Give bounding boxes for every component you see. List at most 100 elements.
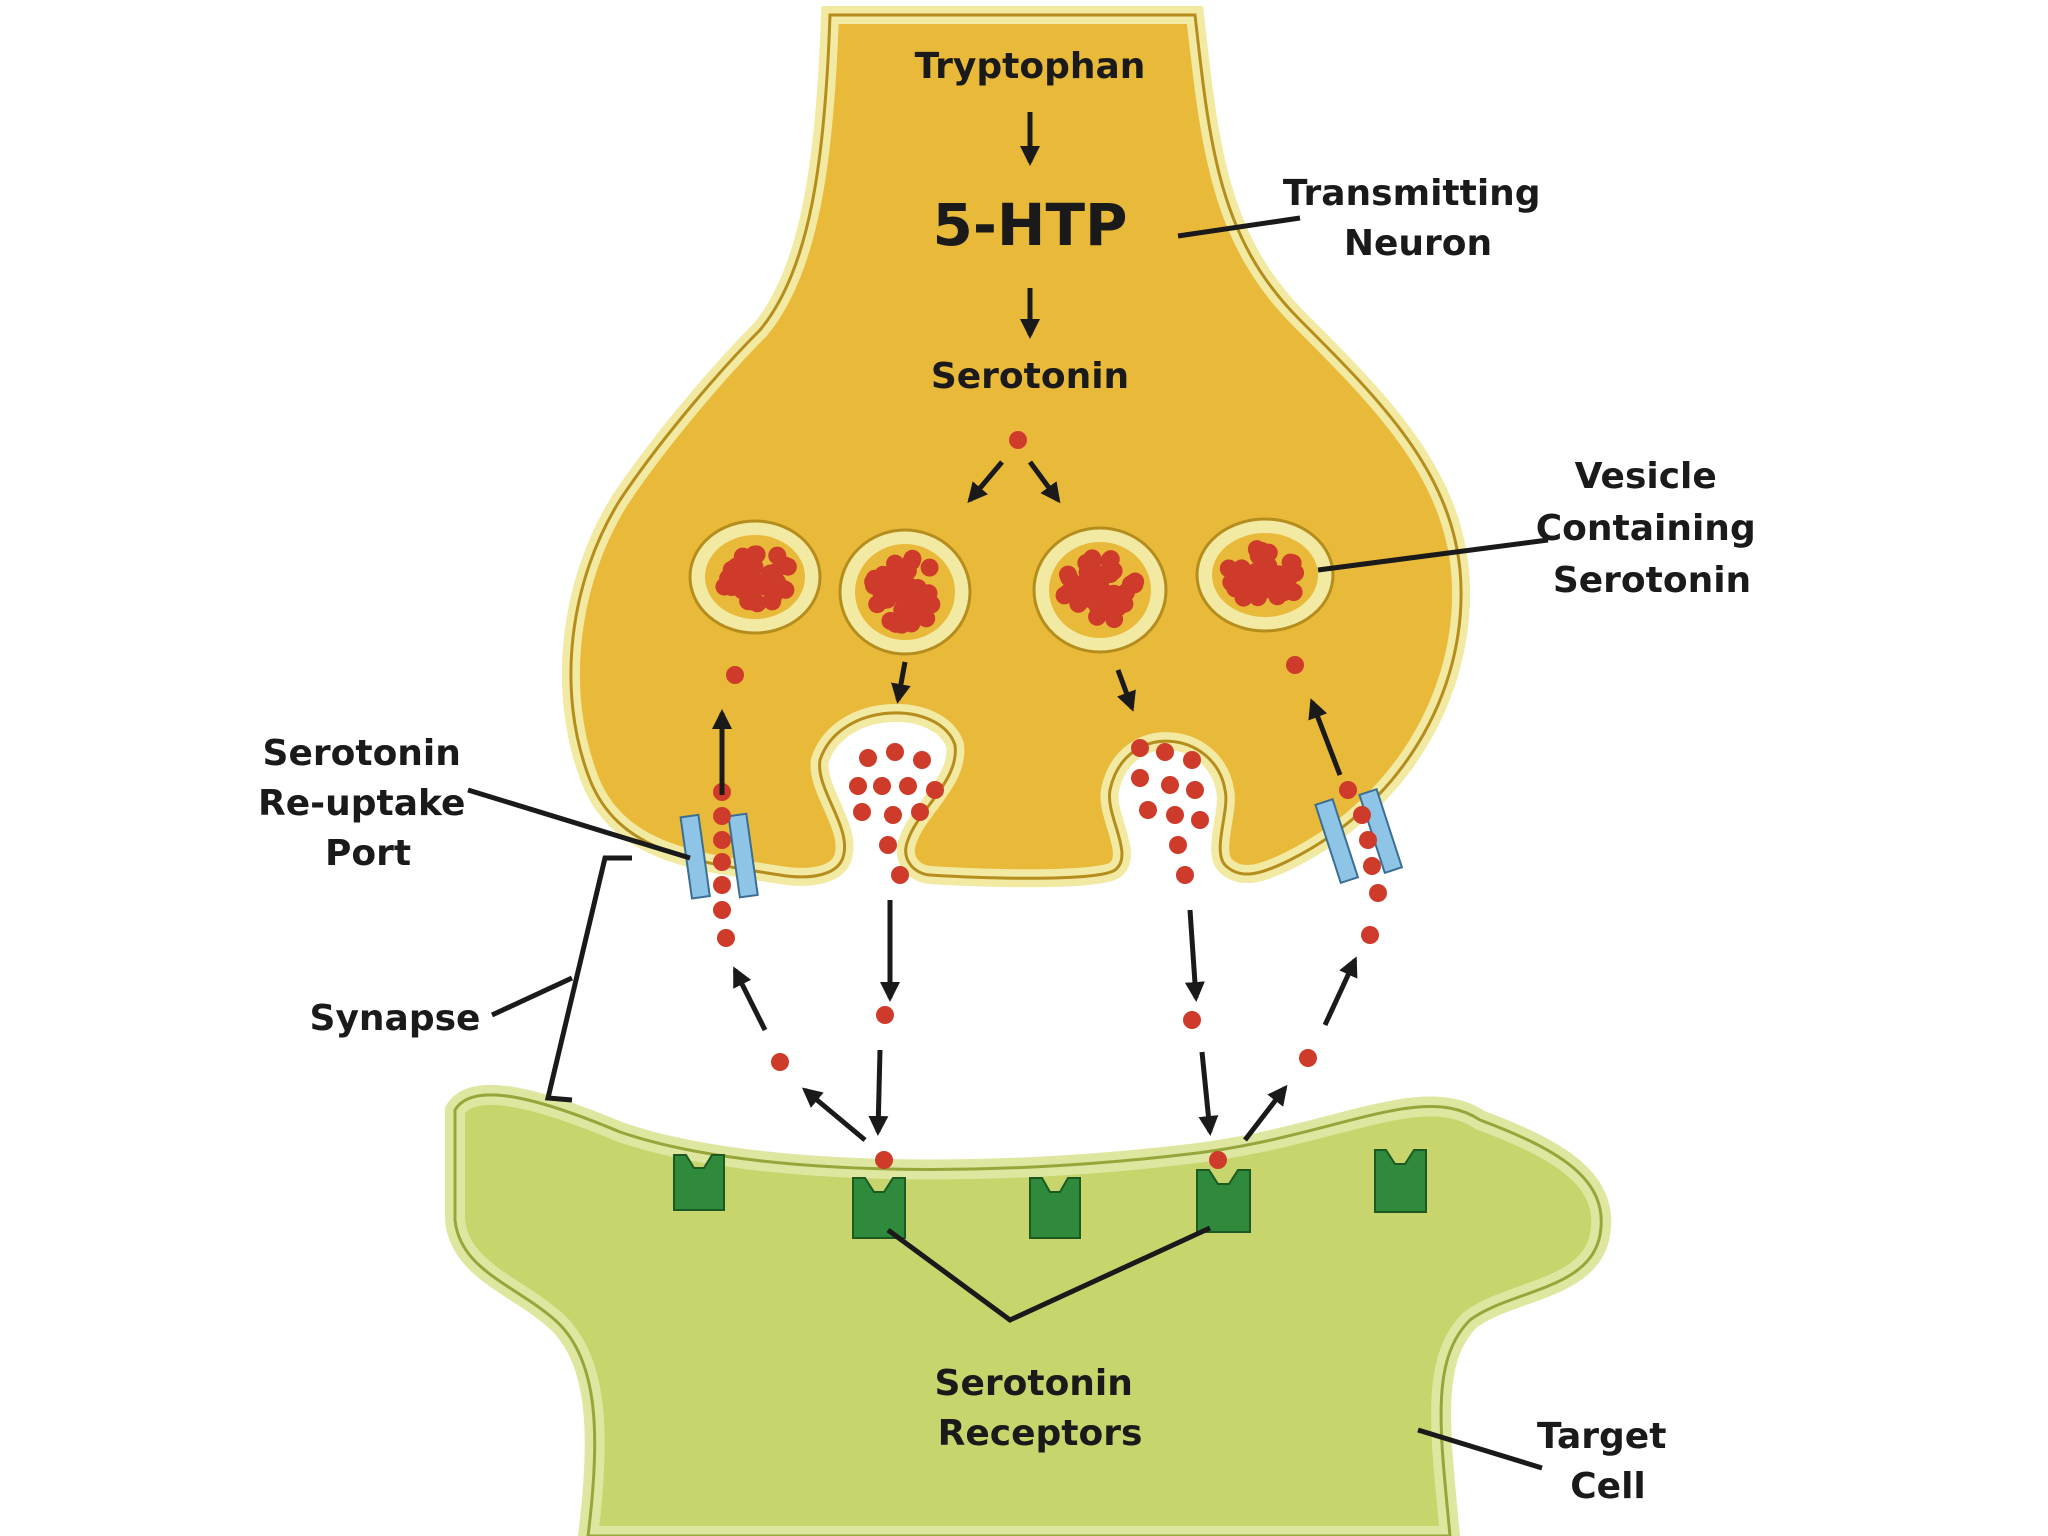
arrow-return-right-2	[1243, 1084, 1288, 1142]
serotonin-dot	[884, 806, 902, 824]
target-cell	[445, 1084, 1612, 1536]
serotonin-dot	[1286, 656, 1304, 674]
arrow-to-vesicle-right	[1027, 460, 1061, 504]
arrows	[712, 112, 1358, 1142]
serotonin-molecules	[713, 431, 1387, 1169]
serotonin-dot	[1161, 776, 1179, 794]
serotonin-dot	[865, 576, 884, 595]
arrow-return-left	[732, 966, 768, 1032]
vesicle-serotonin-clusters	[715, 540, 1305, 634]
serotonin-dot	[736, 582, 755, 601]
label-tryptophan: Tryptophan	[915, 46, 1146, 87]
leader-lines	[467, 215, 1549, 1471]
serotonin-dot	[884, 563, 903, 582]
serotonin-dot	[1117, 583, 1136, 602]
serotonin-dot	[771, 1053, 789, 1071]
serotonin-dot	[1299, 1049, 1317, 1067]
reuptake-port-right	[1314, 788, 1404, 885]
label-serotonin: Serotonin	[931, 356, 1129, 397]
serotonin-dot	[875, 1151, 893, 1169]
label-5htp: 5-HTP	[932, 191, 1127, 259]
serotonin-dot	[1236, 566, 1255, 585]
serotonin-dot	[1209, 1151, 1227, 1169]
serotonin-dot	[849, 777, 867, 795]
serotonin-dot	[886, 743, 904, 761]
serotonin-dot	[1363, 857, 1381, 875]
arrow-release-right-2	[1198, 1051, 1219, 1136]
serotonin-dot	[726, 666, 744, 684]
serotonin-dot	[1284, 583, 1303, 602]
arrow-return-right	[1322, 956, 1358, 1027]
serotonin-dot	[1237, 582, 1256, 601]
serotonin-dot	[745, 545, 764, 564]
serotonin-dot	[1109, 598, 1128, 617]
serotonin-dot	[1219, 559, 1238, 578]
serotonin-dot	[1191, 811, 1209, 829]
serotonin-dot	[1131, 769, 1149, 787]
serotonin-dot	[1259, 543, 1278, 562]
leader-target-cell	[1417, 1427, 1543, 1471]
serotonin-dot	[1166, 806, 1184, 824]
serotonin-dot	[926, 781, 944, 799]
serotonin-dot	[913, 751, 931, 769]
serotonin-dot	[1078, 562, 1097, 581]
labels: Tryptophan 5-HTP Serotonin Transmitting …	[258, 46, 1769, 1507]
serotonin-dot	[713, 901, 731, 919]
label-transmitting-neuron: Transmitting Neuron	[1283, 173, 1553, 264]
serotonin-dot	[859, 749, 877, 767]
label-reuptake-port: Serotonin Re-uptake Port	[258, 733, 478, 874]
serotonin-dot	[905, 587, 924, 606]
serotonin-dot	[873, 777, 891, 795]
receptor-4	[1196, 1169, 1251, 1233]
serotonin-dot	[920, 558, 939, 577]
serotonin-dot	[1183, 751, 1201, 769]
serotonin-dot	[1009, 431, 1027, 449]
arrow-release-right	[1184, 909, 1205, 1002]
serotonin-dot	[1083, 549, 1102, 568]
arrow-to-vesicle-left	[967, 460, 1004, 504]
serotonin-dot	[1361, 926, 1379, 944]
serotonin-dot	[893, 600, 912, 619]
serotonin-dot	[1131, 739, 1149, 757]
serotonin-dot	[740, 566, 759, 585]
serotonin-dot	[713, 853, 731, 871]
leader-reuptake-port	[467, 787, 691, 861]
serotonin-dot	[1183, 1011, 1201, 1029]
serotonin-dot	[723, 573, 742, 592]
serotonin-dot	[898, 561, 917, 580]
vesicles	[688, 517, 1335, 656]
serotonin-dot	[1254, 566, 1273, 585]
leader-synapse	[490, 975, 574, 1018]
leader-receptors	[886, 1225, 1212, 1323]
serotonin-dot	[881, 611, 900, 630]
serotonin-dot	[1156, 743, 1174, 761]
receptor-5	[1374, 1149, 1427, 1213]
serotonin-dot	[713, 876, 731, 894]
serotonin-dot	[899, 777, 917, 795]
target-cell-body	[445, 1084, 1612, 1536]
label-vesicle-containing-serotonin: Vesicle Containing Serotonin	[1536, 456, 1769, 601]
serotonin-dot	[853, 803, 871, 821]
serotonin-dot	[1169, 836, 1187, 854]
serotonin-dot	[717, 929, 735, 947]
serotonin-dot	[1139, 801, 1157, 819]
serotonin-receptors	[673, 1149, 1427, 1239]
serotonin-dot	[1176, 866, 1194, 884]
serotonin-dot	[1064, 579, 1083, 598]
serotonin-dot	[917, 609, 936, 628]
serotonin-dot	[1369, 884, 1387, 902]
serotonin-dot	[1339, 781, 1357, 799]
leader-transmitting-neuron	[1177, 215, 1301, 239]
serotonin-dot	[879, 836, 897, 854]
serotonin-dot	[876, 1006, 894, 1024]
serotonin-dot	[775, 556, 794, 575]
serotonin-dot	[1101, 550, 1120, 569]
serotonin-dot	[1087, 595, 1106, 614]
serotonin-dot	[713, 831, 731, 849]
serotonin-dot	[1186, 781, 1204, 799]
serotonin-dot	[891, 866, 909, 884]
label-serotonin-receptors: Serotonin Receptors	[935, 1363, 1146, 1454]
receptor-2	[852, 1177, 906, 1239]
arrow-return-left-2	[801, 1087, 867, 1142]
